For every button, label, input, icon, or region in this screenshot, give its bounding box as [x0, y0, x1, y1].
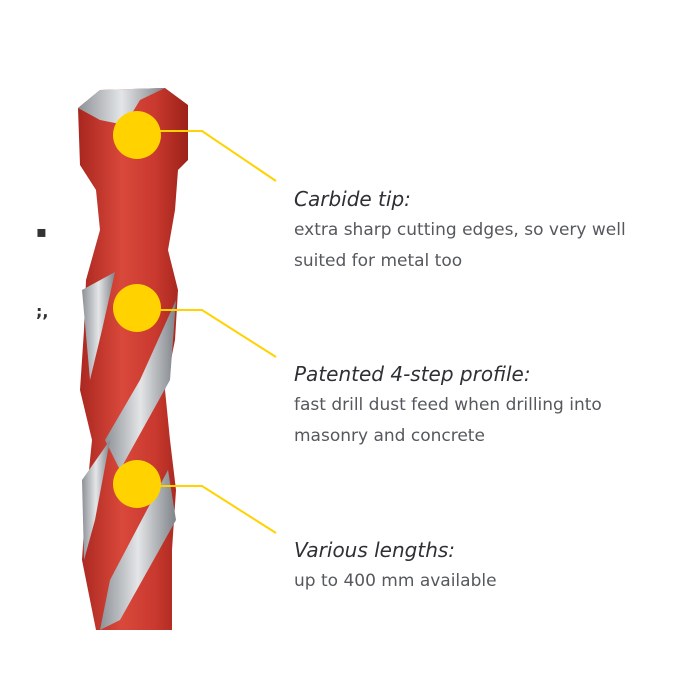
marker-dot: [113, 460, 161, 508]
feature-title: Carbide tip:: [294, 187, 411, 211]
callout-lengths: [113, 460, 277, 534]
description-line: fast drill dust feed when drilling into: [294, 395, 602, 415]
feature-title: Various lengths:: [294, 538, 456, 562]
feature-description: extra sharp cutting edges, so very well …: [294, 215, 626, 277]
marker-dot: [113, 111, 161, 159]
callout-step-profile: [113, 284, 277, 358]
feature-title: Patented 4-step profile:: [294, 362, 531, 386]
feature-lengths: Various lengths: up to 400 mm available: [294, 537, 497, 597]
text-fragment: ;,: [36, 302, 49, 321]
leader-line: [160, 130, 277, 182]
leader-line: [160, 309, 277, 358]
leader-line: [160, 485, 277, 534]
text-fragment: ▪: [36, 222, 47, 241]
feature-description: fast drill dust feed when drilling into …: [294, 390, 602, 452]
drill-body: [78, 88, 188, 630]
feature-carbide-tip: Carbide tip: extra sharp cutting edges, …: [294, 186, 626, 277]
callout-carbide-tip: [113, 111, 277, 182]
marker-dot: [113, 284, 161, 332]
description-line: up to 400 mm available: [294, 571, 497, 591]
description-line: masonry and concrete: [294, 426, 485, 446]
description-line: suited for metal too: [294, 251, 463, 271]
description-line: extra sharp cutting edges, so very well: [294, 220, 626, 240]
feature-description: up to 400 mm available: [294, 566, 497, 597]
feature-step-profile: Patented 4-step profile: fast drill dust…: [294, 361, 602, 452]
